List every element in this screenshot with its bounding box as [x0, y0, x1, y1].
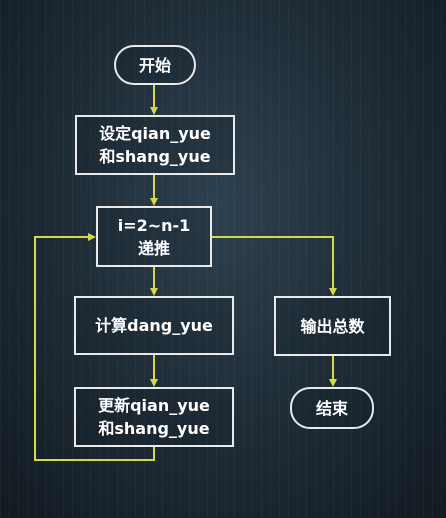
init-label-line1: 设定qian_yue	[99, 124, 211, 143]
update-label-line2: 和shang_yue	[98, 419, 210, 438]
update-box: 更新qian_yue 和shang_yue	[74, 387, 234, 447]
output-label: 输出总数	[300, 316, 365, 336]
update-label-line1: 更新qian_yue	[98, 396, 210, 415]
output-box: 输出总数	[274, 296, 391, 356]
loop-box: i=2~n-1 递推	[96, 206, 212, 267]
init-process-box: 设定qian_yue 和shang_yue	[75, 115, 235, 175]
start-node: 开始	[114, 45, 196, 85]
loop-label-line2: 递推	[137, 238, 170, 258]
arrow-loop-to-output	[212, 236, 337, 296]
compute-label: 计算dang_yue	[95, 316, 213, 335]
compute-box: 计算dang_yue	[74, 296, 234, 355]
loop-label-line1: i=2~n-1	[117, 215, 191, 235]
end-node: 结束	[290, 387, 374, 429]
end-label: 结束	[315, 398, 348, 418]
init-label-line2: 和shang_yue	[99, 147, 211, 166]
start-label: 开始	[138, 55, 171, 75]
